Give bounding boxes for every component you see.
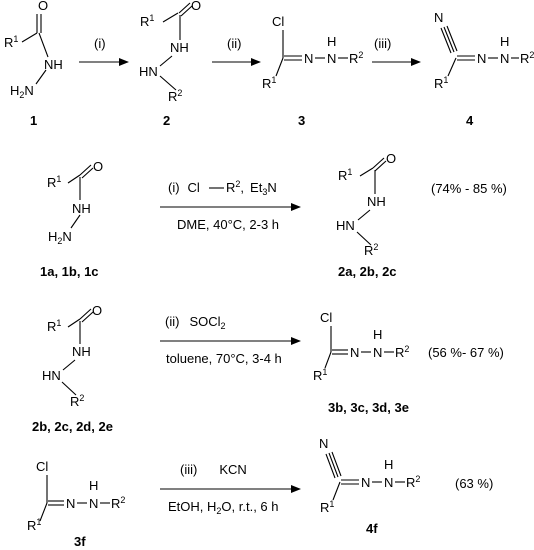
- nh-group: NH: [367, 194, 386, 209]
- reaction-i-product: O R1 NH HN R2 2a, 2b, 2c: [336, 151, 397, 279]
- hydrogen-atom: H: [373, 327, 382, 342]
- nitrogen-atom: N: [89, 496, 98, 511]
- hn-group: HN: [139, 64, 158, 79]
- r-group: R1: [4, 34, 18, 50]
- nitrogen-atom: N: [327, 51, 336, 66]
- reagent-label-cont: R2,Et3N: [226, 179, 277, 197]
- reaction-ii-product: Cl N H N R2 R1 3b, 3c, 3d, 3e: [313, 310, 409, 415]
- oxygen-atom: O: [92, 303, 102, 318]
- chlorine-atom: Cl: [36, 459, 48, 474]
- nitrogen-atom: N: [477, 51, 486, 66]
- product-label: 3b, 3c, 3d, 3e: [328, 400, 409, 415]
- nitrogen-atom: N: [373, 345, 382, 360]
- overview-arrow-ii: (ii): [212, 36, 261, 66]
- r-group: R1: [320, 499, 334, 515]
- hn-group: HN: [42, 368, 61, 383]
- r-group: R2: [406, 474, 420, 490]
- compound-label-3: 3: [298, 113, 305, 128]
- reaction-ii-arrow: (ii)SOCl2 toluene, 70°C, 3-4 h: [160, 314, 301, 366]
- reaction-iii-product: N N H N R2 R1 4f: [319, 436, 420, 536]
- conditions-label: EtOH, H2O, r.t., 6 h: [168, 499, 279, 516]
- reagent-label: (i)Cl: [168, 180, 200, 195]
- overview-compound-1: O R1 NH H2N 1: [4, 0, 63, 128]
- hn-group: HN: [336, 218, 355, 233]
- step-label: (iii): [374, 36, 391, 51]
- yield-label: (56 %- 67 %): [428, 345, 504, 360]
- hydrogen-atom: H: [89, 478, 98, 493]
- r-group: R2: [349, 50, 363, 66]
- reactant-label: 2b, 2c, 2d, 2e: [32, 419, 113, 434]
- oxygen-atom: O: [38, 0, 48, 13]
- reagent-label: (iii)KCN: [180, 462, 247, 477]
- reaction-iii-arrow: (iii)KCN EtOH, H2O, r.t., 6 h: [160, 462, 301, 516]
- reaction-i-reactant: O R1 NH H2N 1a, 1b, 1c: [40, 159, 103, 279]
- nitrogen-atom: N: [361, 475, 370, 490]
- oxygen-atom: O: [191, 0, 201, 13]
- nitrile-nitrogen: N: [434, 10, 443, 25]
- hydrogen-atom: H: [384, 457, 393, 472]
- oxygen-atom: O: [93, 159, 103, 174]
- r-group: R2: [520, 50, 534, 66]
- r-group: R2: [364, 242, 378, 258]
- chlorine-atom: Cl: [272, 14, 284, 29]
- nitrile-nitrogen: N: [319, 436, 328, 451]
- r-group: R2: [111, 495, 125, 511]
- overview-arrow-i: (i): [79, 36, 129, 66]
- nh2-group: H2N: [10, 83, 34, 100]
- compound-label-4: 4: [466, 113, 474, 128]
- step-label: (i): [94, 36, 106, 51]
- reaction-ii-reactant: O R1 NH HN R2 2b, 2c, 2d, 2e: [32, 303, 113, 434]
- r-group: R1: [338, 167, 352, 183]
- r-group: R1: [262, 75, 276, 91]
- overview-compound-3: Cl N H N R2 R1 3: [262, 14, 363, 128]
- r-group: R1: [27, 517, 41, 533]
- oxygen-atom: O: [386, 151, 396, 166]
- r-group: R1: [140, 13, 154, 29]
- nh-group: NH: [44, 57, 63, 72]
- nitrogen-atom: N: [350, 345, 359, 360]
- nitrogen-atom: N: [384, 475, 393, 490]
- r-group: R2: [70, 393, 84, 409]
- overview-compound-4: N N H N R2 R1 4: [434, 10, 534, 128]
- overview-compound-2: O R1 NH HN R2 2: [139, 0, 201, 128]
- nh-group: NH: [170, 40, 189, 55]
- overview-arrow-iii: (iii): [372, 36, 421, 66]
- conditions-label: toluene, 70°C, 3-4 h: [166, 351, 282, 366]
- yield-label: (74% - 85 %): [431, 181, 507, 196]
- nitrogen-atom: N: [304, 51, 313, 66]
- reactant-label: 1a, 1b, 1c: [40, 264, 99, 279]
- reactant-label: 3f: [74, 534, 86, 549]
- compound-label-1: 1: [30, 113, 37, 128]
- product-label: 2a, 2b, 2c: [338, 264, 397, 279]
- nitrogen-atom: N: [500, 51, 509, 66]
- yield-label: (63 %): [455, 476, 493, 491]
- compound-label-2: 2: [163, 113, 170, 128]
- r-group: R1: [47, 318, 61, 334]
- nh2-group: H2N: [48, 229, 72, 246]
- nitrogen-atom: N: [66, 496, 75, 511]
- conditions-label: DME, 40°C, 2-3 h: [177, 217, 279, 232]
- r-group: R2: [395, 344, 409, 360]
- step-label: (ii): [227, 36, 241, 51]
- product-label: 4f: [366, 521, 378, 536]
- r-group: R1: [313, 367, 327, 383]
- nh-group: NH: [72, 344, 91, 359]
- r-group: R1: [47, 174, 61, 190]
- nh-group: NH: [72, 201, 91, 216]
- hydrogen-atom: H: [327, 34, 336, 49]
- reaction-i-arrow: (i)Cl R2,Et3N DME, 40°C, 2-3 h: [160, 179, 301, 232]
- r-group: R1: [434, 75, 448, 91]
- r-group: R2: [168, 88, 182, 104]
- reagent-label: (ii)SOCl2: [165, 314, 226, 331]
- chlorine-atom: Cl: [320, 310, 332, 325]
- hydrogen-atom: H: [500, 34, 509, 49]
- reaction-iii-reactant: Cl N H N R2 R1 3f: [27, 459, 125, 549]
